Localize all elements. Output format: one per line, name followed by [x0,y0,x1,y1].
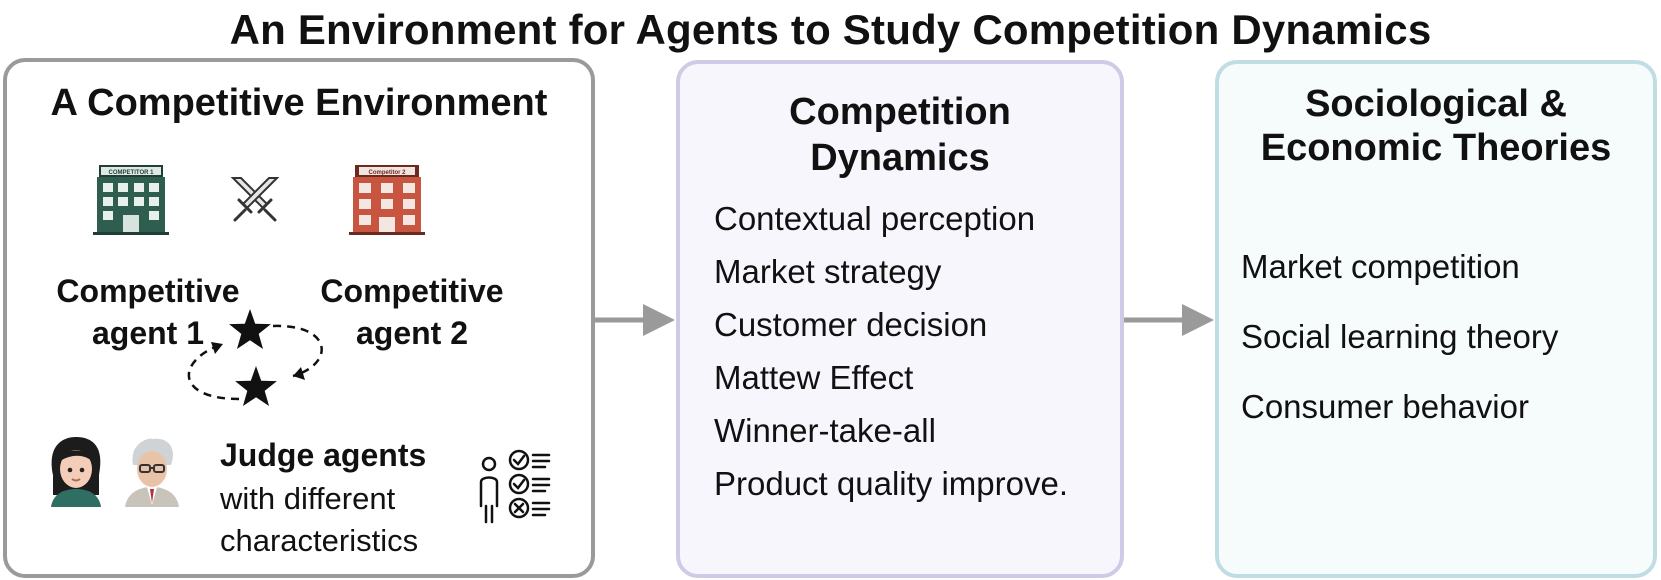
checklist-icon [479,449,551,524]
competition-dynamics-panel: Competition Dynamics Contextual percepti… [676,60,1124,578]
diagram-title: An Environment for Agents to Study Compe… [229,6,1432,53]
building-icon: COMPETITOR 1 [93,165,169,235]
list-item: Mattew Effect [714,359,914,396]
list-item: Social learning theory [1241,318,1559,355]
star-icon [229,309,271,349]
old-man-avatar-icon [125,438,179,507]
theories-list: Market competition Social learning theor… [1241,232,1558,442]
competitive-agent-2-label: Competitive agent 2 [320,273,504,351]
judge-agents-title: Judge agents [220,437,427,473]
competitive-agent-1-label: Competitive agent 1 [56,273,240,351]
theories-heading: Sociological & Economic Theories [1260,83,1612,169]
arrow-dynamics-to-theories [1124,304,1214,336]
arrow-environment-to-dynamics [595,304,675,336]
dynamics-list: Contextual perception Market strategy Cu… [714,192,1068,510]
crossed-swords-icon [230,177,280,222]
dynamics-heading: Competition Dynamics [789,91,1011,179]
building2-sign: Competitor 2 [368,170,406,176]
list-item: Market competition [1241,248,1520,285]
building-icon: Competitor 2 [349,165,425,235]
environment-heading: A Competitive Environment [50,82,548,124]
list-item: Customer decision [714,306,988,343]
list-item: Consumer behavior [1241,388,1529,425]
building1-sign: COMPETITOR 1 [109,170,155,176]
competitive-environment-panel: A Competitive Environment COMPETITOR 1 [3,58,595,578]
list-item: Contextual perception [714,200,1036,237]
theories-panel: Sociological & Economic Theories Market … [1215,60,1657,578]
judge-agents-description: with different characteristics [220,481,419,558]
woman-avatar-icon [51,437,101,507]
cycle-arrows-icon [187,324,323,401]
list-item: Market strategy [714,253,942,290]
list-item: Product quality improve. [714,465,1068,502]
list-item: Winner-take-all [714,412,936,449]
star-icon [235,366,277,406]
